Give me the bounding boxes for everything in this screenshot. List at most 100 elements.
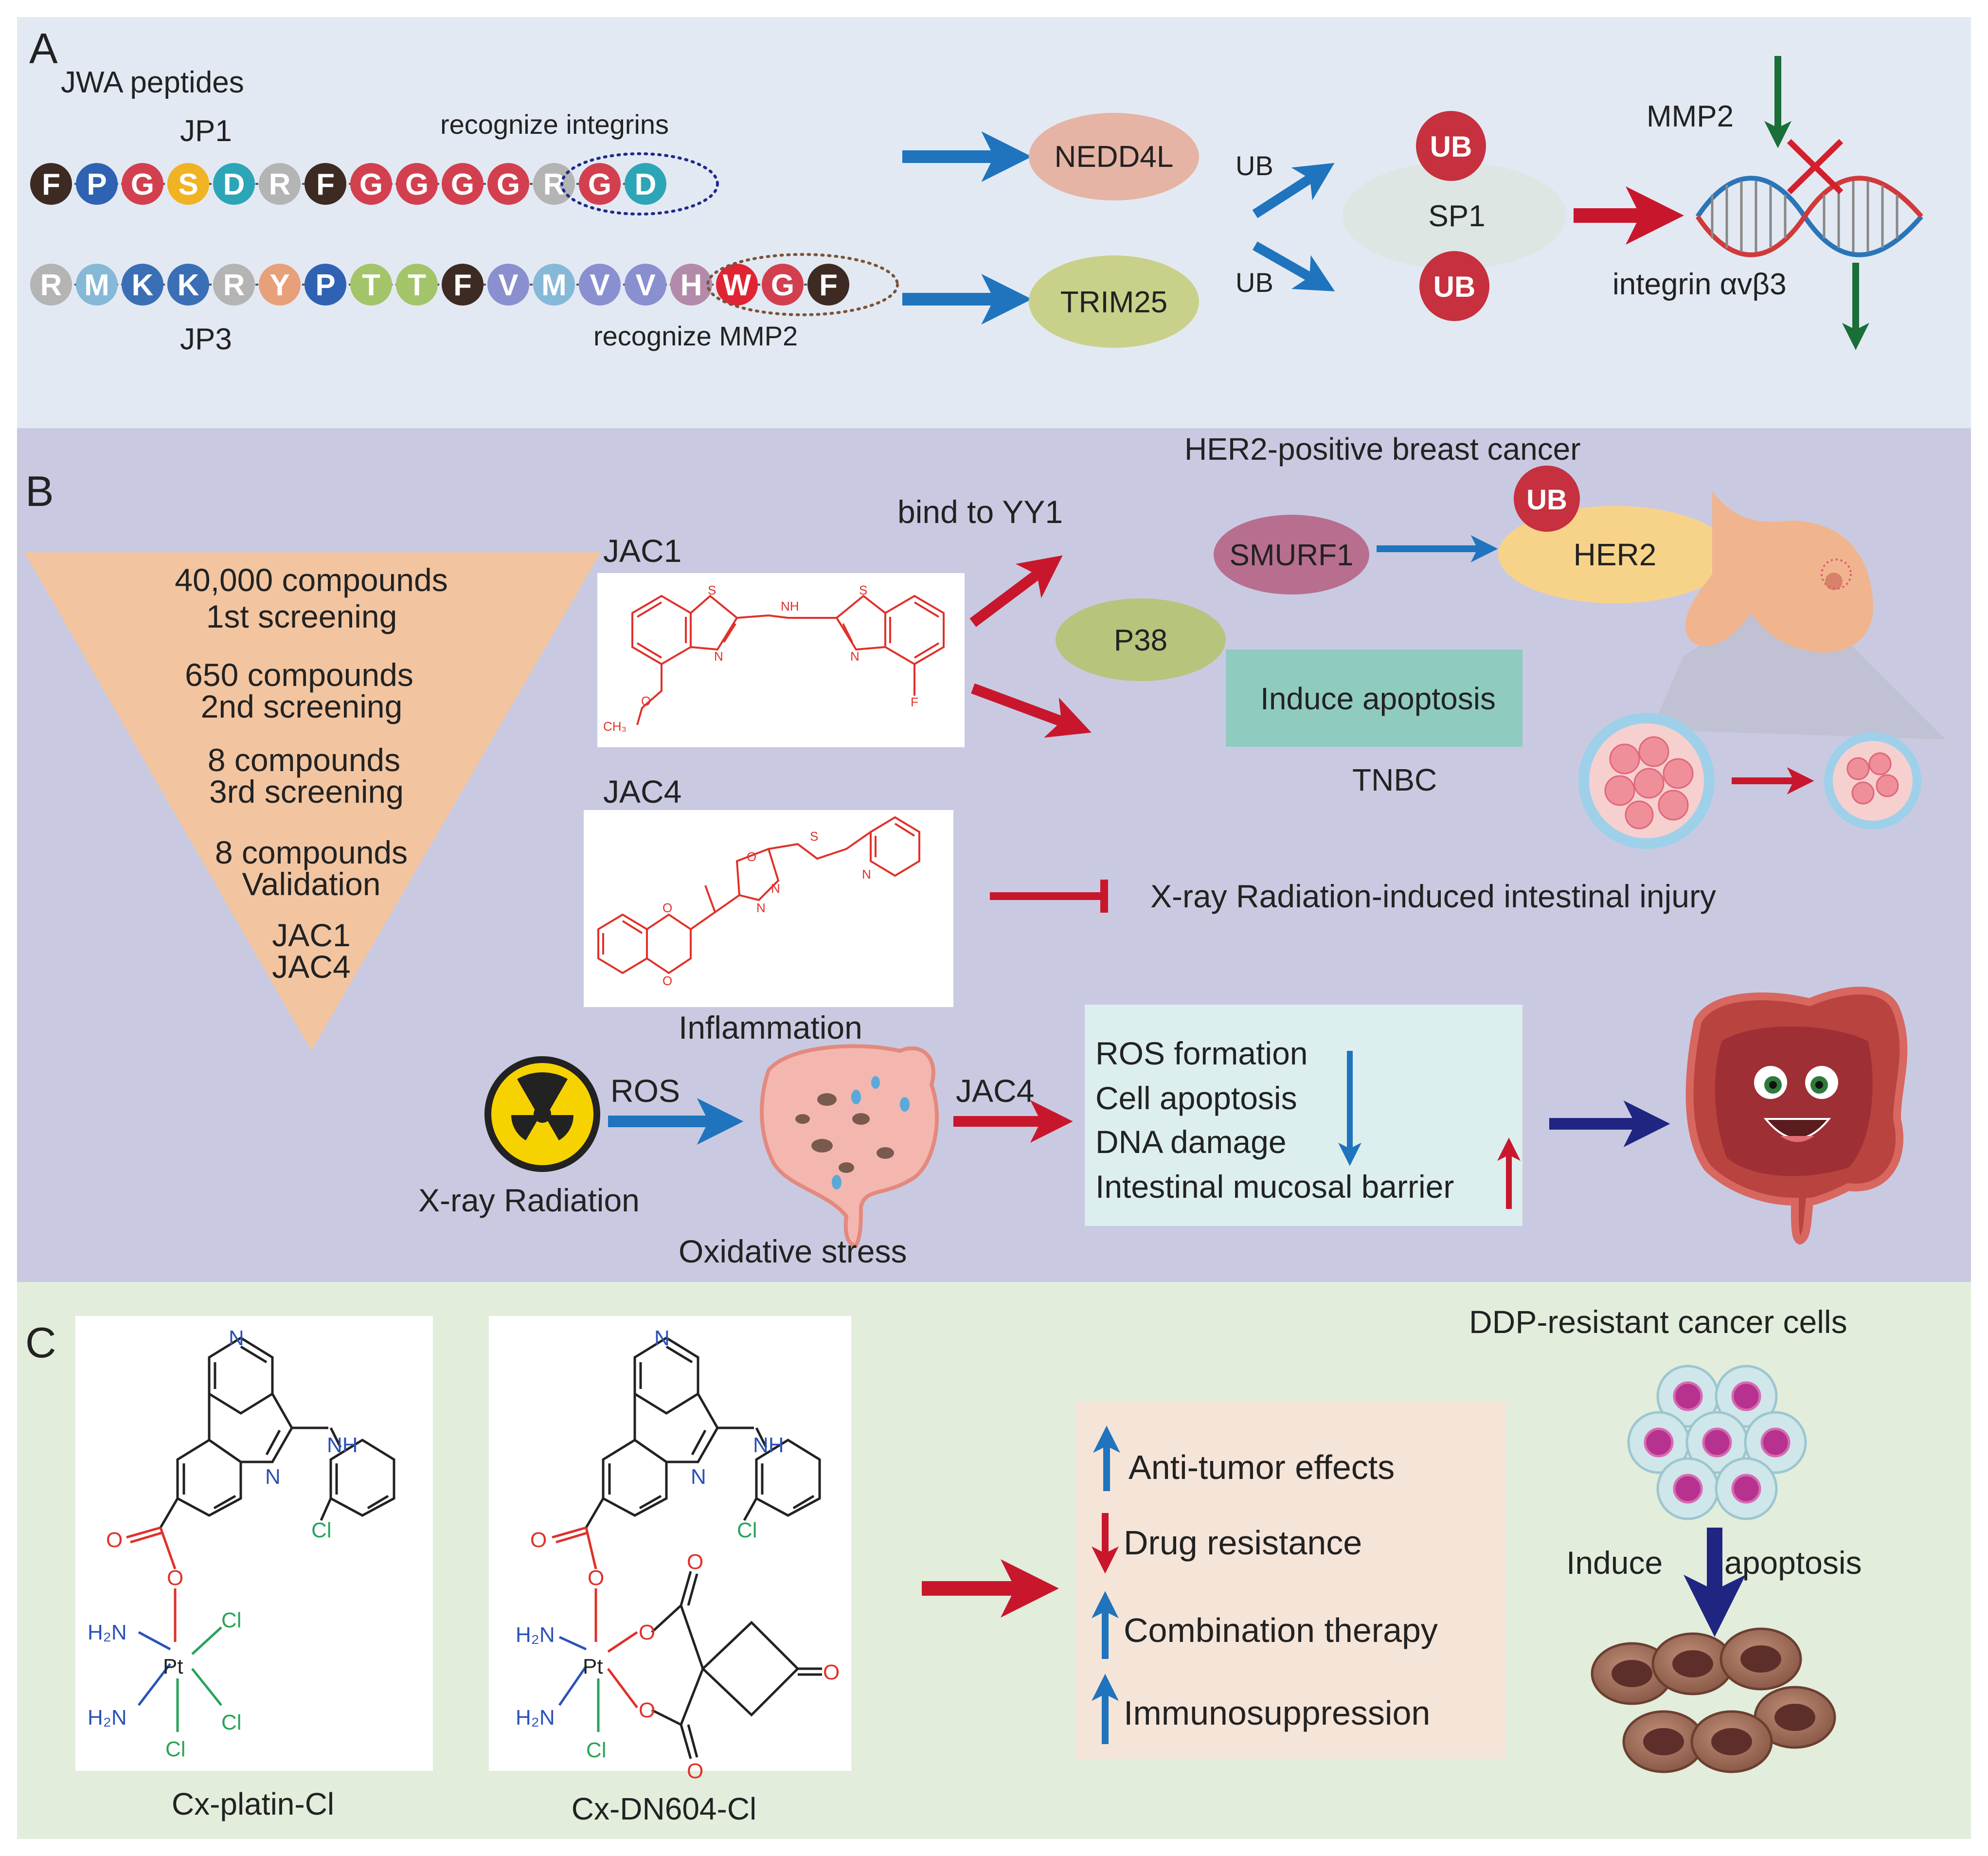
amino-acid-bead [716,264,758,306]
inflammation-label: Inflammation [679,1009,862,1045]
effect-intestinal-barrier: Intestinal mucosal barrier [1095,1169,1454,1205]
amino-acid-bead [625,264,666,306]
funnel-step3-line1: 8 compounds [208,742,400,778]
c2-atom-o-a: O [639,1621,655,1644]
effects-box [1085,1005,1522,1226]
amino-acid-letter: R [40,269,62,302]
jac4-atom-o-top: O [663,901,672,915]
c2-atom-o-keto: O [823,1660,840,1684]
jp3-label: JP3 [180,323,232,356]
integrin-recognition-ring [560,152,719,216]
arrow-jac1-to-apoptosis [971,683,1092,738]
c2-atom-o-c: O [687,1550,703,1574]
c2-atom-cl-axial: Cl [586,1738,607,1762]
trim25-node [1029,255,1199,348]
her2-ub-badge [1514,466,1580,532]
amino-acid-letter: G [359,168,383,201]
apoptotic-cell-nucleus [1672,1650,1713,1677]
amino-acid-bead [762,264,804,306]
effect-combination-therapy: Combination therapy [1124,1611,1438,1649]
resistant-cell-nucleus [1702,1427,1732,1458]
amino-acid-bead [30,163,72,205]
amino-acid-letter: R [269,168,291,201]
amino-acid-bead [533,163,575,205]
amino-acid-letter: T [408,269,426,302]
ub-badge-bottom-label: UB [1433,270,1476,303]
compound2-name: Cx-DN604-Cl [572,1791,757,1826]
tumor-spheroid-small [1824,732,1921,829]
amino-acid-letter: F [42,168,60,201]
funnel-step3-line2: 3rd screening [209,774,404,810]
her2-positive-title: HER2-positive breast cancer [1184,432,1581,467]
arrow-nedd4l-to-sp1 [1252,162,1335,218]
panel-b: B 40,000 compounds 1st screening 650 com… [17,428,1971,1282]
panel-c-letter: C [25,1318,56,1367]
tumor-spheroid-large [1578,713,1715,849]
effect-dna-damage: DNA damage [1095,1124,1287,1160]
recognize-mmp2-label: recognize MMP2 [593,321,798,351]
c2-atom-nh: NH [753,1433,784,1457]
her2-ub-label: UB [1526,484,1567,516]
resistant-cell-nucleus [1731,1381,1761,1411]
tnbc-label: TNBC [1352,762,1437,797]
compound2-structure [552,1336,822,1759]
healthy-intestine-icon [1685,987,1908,1245]
amino-acid-letter: T [362,269,380,302]
amino-acid-bead [259,163,301,205]
c2-atom-o-carbonyl: O [530,1528,547,1552]
xray-injury-label: X-ray Radiation-induced intestinal injur… [1150,878,1716,914]
panel-b-letter: B [25,467,54,515]
c2-atom-h2n-1: H₂N [516,1623,555,1647]
jac1-atom-n1: N [714,649,723,664]
funnel-step2-line1: 650 compounds [185,657,413,693]
panel-c: C N N NH [17,1282,1971,1839]
amino-acid-bead [304,163,346,205]
amino-acid-bead [350,264,392,306]
jac1-atom-f: F [911,695,918,709]
amino-acid-letter: M [84,269,109,302]
c2-atom-o-b: O [639,1698,655,1722]
c2-atom-o-d: O [687,1759,703,1783]
amino-acid-bead [487,264,529,306]
effect-cell-apoptosis: Cell apoptosis [1095,1080,1297,1116]
effect-ros-formation: ROS formation [1095,1035,1307,1071]
amino-acid-bead [213,264,255,306]
smurf1-label: SMURF1 [1230,539,1354,572]
nedd4l-label: NEDD4L [1055,140,1174,174]
apoptotic-cells-icon [1591,1627,1836,1773]
c2-atom-h2n-2: H₂N [516,1706,555,1730]
jp1-label: JP1 [180,114,232,148]
amino-acid-bead [76,163,118,205]
apoptotic-cell-nucleus [1774,1704,1815,1731]
jac1-atom-n2: N [850,649,860,664]
ub-arrow-label-bottom: UB [1236,267,1273,298]
radiation-icon [484,1056,600,1172]
amino-acid-bead [259,264,301,306]
jac4-arrow-label: JAC4 [956,1073,1034,1109]
jac1-atom-s1: S [708,583,716,597]
amino-acid-bead [396,264,438,306]
jac1-atom-o: O [641,694,651,708]
c1-atom-pt: Pt [163,1655,183,1678]
her2-node [1498,506,1732,603]
jac1-structure [631,595,945,725]
inhibit-symbol [990,880,1108,913]
funnel-result-jac4: JAC4 [272,949,350,985]
ub-arrow-label-top: UB [1236,150,1273,181]
amino-acid-letter: D [223,168,245,201]
c1-atom-o-carbonyl: O [106,1528,123,1552]
amino-acid-letter: K [132,269,154,302]
amino-acid-bead [76,264,118,306]
effect-anti-tumor: Anti-tumor effects [1128,1448,1395,1486]
c2-atom-o-link: O [588,1566,604,1590]
trim25-label: TRIM25 [1060,286,1167,319]
jac4-atom-s: S [810,829,818,844]
amino-acid-bead [304,264,346,306]
apoptotic-cell-nucleus [1612,1660,1652,1687]
amino-acid-letter: G [451,168,474,201]
panel-a-letter: A [29,24,58,72]
resistant-cell-nucleus [1760,1427,1791,1458]
c1-atom-h2n-1: H₂N [88,1621,127,1644]
